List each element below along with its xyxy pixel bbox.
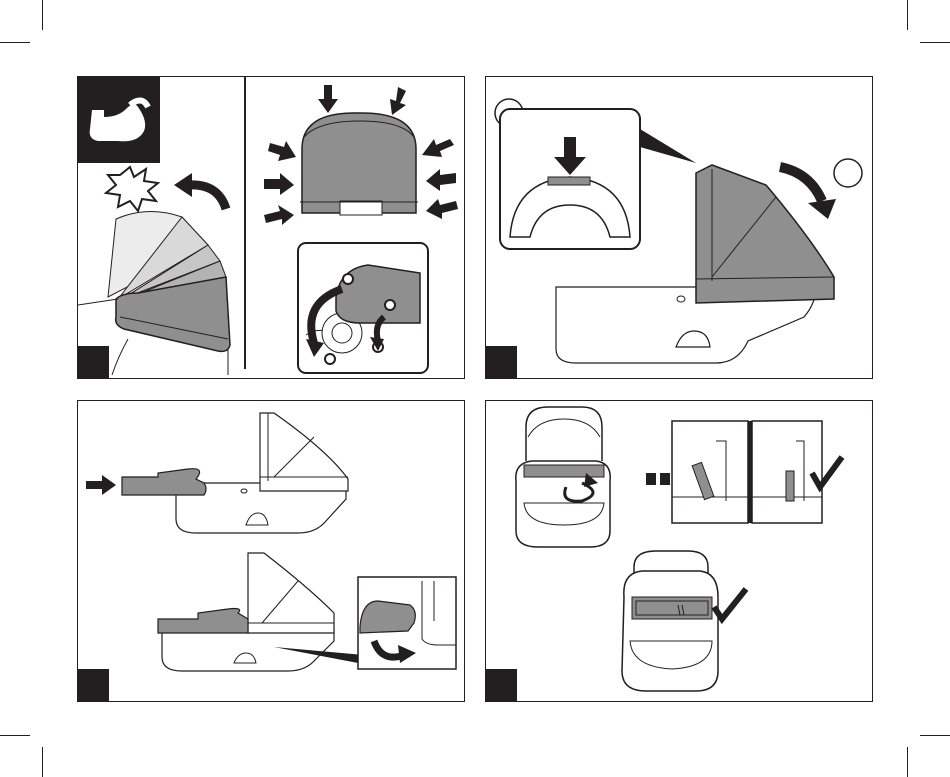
crop-mark-top-right-v: [907, 0, 908, 30]
step-badge-1: [78, 346, 109, 378]
crop-mark-bottom-right-v: [907, 747, 908, 777]
crop-mark-bottom-left-h: [0, 735, 30, 736]
crop-mark-top-left-v: [42, 0, 43, 30]
step-badge-4: [486, 669, 517, 701]
crop-mark-top-right-h: [920, 42, 950, 43]
screw-icon: [343, 274, 353, 284]
rotate-arrow-icon: [188, 185, 226, 209]
step-badge-2: [486, 346, 517, 378]
step-badge-3: [78, 669, 109, 701]
panel-4-illustration: [486, 401, 873, 702]
panel-2-illustration: [486, 77, 873, 379]
instruction-panel-3: [77, 400, 465, 702]
instruction-panel-2: [485, 76, 873, 379]
push-arrow-icon: [86, 475, 116, 495]
instruction-panel-4: [485, 400, 873, 702]
crop-mark-bottom-right-h: [920, 735, 950, 736]
instruction-panel-1: [77, 76, 465, 379]
rotate-arrow-icon: [780, 167, 822, 201]
checkmark-icon: [714, 589, 746, 619]
crop-mark-top-left-h: [0, 42, 30, 43]
hood-front: [302, 113, 416, 213]
crop-mark-bottom-left-v: [42, 747, 43, 777]
panel-1-illustration: [78, 77, 465, 379]
burst-icon: [106, 167, 158, 211]
panel-3-illustration: [78, 401, 465, 702]
